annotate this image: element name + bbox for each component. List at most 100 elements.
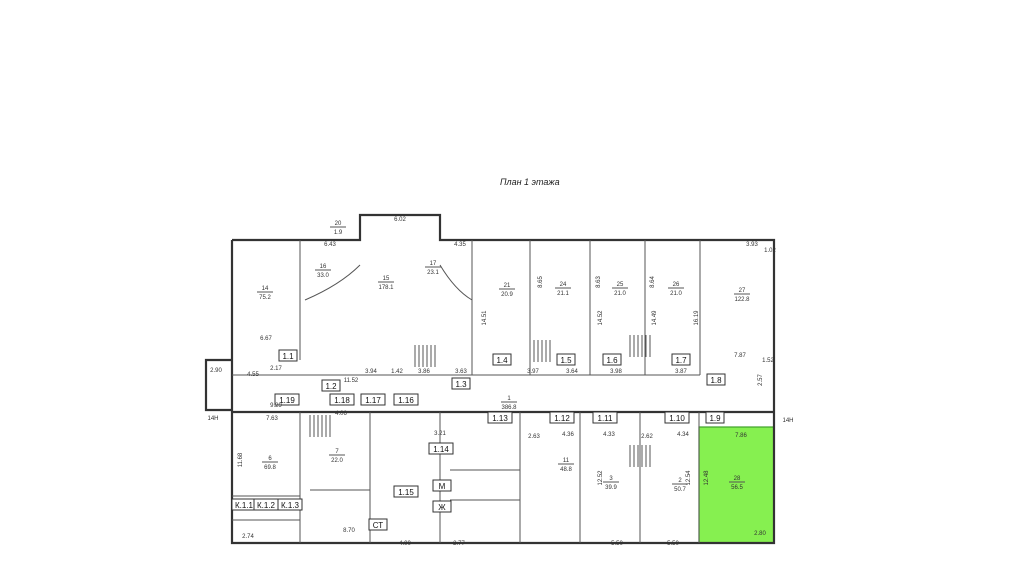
dimension-label: 3.64 (566, 369, 578, 375)
dimension-label: 12.52 (598, 470, 604, 486)
dimension-label: 3.98 (610, 369, 622, 375)
dimension-label: 9.29 (270, 403, 282, 409)
dimension-label: 2.77 (453, 541, 465, 547)
dimension-label: 7.86 (735, 433, 747, 439)
dimension-label: 3.21 (434, 431, 446, 437)
room-number: 17 (430, 261, 437, 267)
curved-wall (304, 264, 361, 301)
unit-tag-label: М (439, 482, 446, 491)
dimension-label: 1.52 (762, 358, 774, 364)
unit-tag-label: СТ (373, 521, 384, 530)
unit-tag-box (393, 485, 419, 498)
unit-tag-label: 1.7 (675, 356, 687, 365)
dimension-label: 6.67 (260, 336, 272, 342)
unit-tag-label: К.1.3 (281, 501, 300, 510)
unit-tag-box (664, 411, 690, 424)
dimension-label: 3.97 (527, 369, 539, 375)
unit-tag-label: К.1.1 (235, 501, 254, 510)
dimension-label: 3.94 (365, 369, 377, 375)
unit-tag-box (278, 349, 298, 362)
dimension-label: 14.51 (482, 310, 488, 326)
unit-tag-label: 1.4 (496, 356, 508, 365)
unit-tag-label: 1.14 (433, 445, 449, 454)
unit-tag-label: 1.18 (334, 396, 350, 405)
axis-mark: 14Н (782, 418, 793, 424)
dimension-label: 3.93 (746, 242, 758, 248)
unit-tag-label: 1.5 (560, 356, 572, 365)
room-area: 386.8 (501, 405, 517, 411)
dimension-label: 8.63 (596, 276, 602, 288)
dimension-label: 3.87 (675, 369, 687, 375)
curved-wall (439, 264, 473, 301)
room-number: 14 (262, 286, 269, 292)
dimension-label: 2.90 (210, 368, 222, 374)
unit-tag-label: Ж (438, 503, 446, 512)
room-number: 28 (734, 476, 741, 482)
plan-title: План 1 этажа (500, 177, 560, 187)
dimension-label: 12.54 (686, 470, 692, 486)
unit-tag-box (706, 373, 726, 386)
dimension-label: 16.19 (694, 310, 700, 326)
room-area: 178.1 (378, 285, 394, 291)
unit-tag-box (321, 379, 341, 392)
unit-tag-label: 1.19 (279, 396, 295, 405)
room-number: 6 (268, 456, 272, 462)
dimension-label: 2.57 (758, 374, 764, 386)
dimension-label: 5.50 (667, 541, 679, 547)
dimension-label: 1.42 (391, 369, 403, 375)
dimension-label: 12.48 (704, 470, 710, 486)
unit-tag-box (556, 353, 576, 366)
unit-tag-box (432, 500, 452, 513)
axis-mark: 14Н (207, 416, 218, 422)
room-area: 50.7 (674, 487, 686, 493)
unit-tag-label: 1.10 (669, 414, 685, 423)
room-area: 69.8 (264, 465, 276, 471)
unit-tag-box (602, 353, 622, 366)
unit-tag-box (487, 411, 513, 424)
dimension-label: 8.65 (538, 276, 544, 288)
unit-tag-label: 1.12 (554, 414, 570, 423)
dimension-label: 4.55 (247, 372, 259, 378)
unit-tag-box (329, 393, 355, 406)
room-number: 24 (560, 282, 567, 288)
dimension-label: 7.87 (734, 353, 746, 359)
unit-tag-label: 1.17 (365, 396, 381, 405)
unit-tag-box (592, 411, 618, 424)
unit-tag-box (277, 498, 303, 511)
dimension-label: 5.50 (611, 541, 623, 547)
unit-tag-label: 1.9 (709, 414, 721, 423)
room-area: 75.2 (259, 295, 271, 301)
dimension-label: 4.33 (603, 432, 615, 438)
entrance-annex (204, 358, 232, 412)
unit-tag-label: К.1.2 (257, 501, 276, 510)
dimension-label: 2.17 (270, 366, 282, 372)
unit-tag-box (492, 353, 512, 366)
dimension-label: 4.06 (335, 411, 347, 417)
room-area: 23.1 (427, 270, 439, 276)
unit-tag-box (549, 411, 575, 424)
dimension-label: 1.02 (764, 248, 776, 254)
room-area: 39.9 (605, 485, 617, 491)
dimension-label: 4.00 (399, 541, 411, 547)
unit-tag-label: 1.6 (606, 356, 618, 365)
dimension-label: 11.52 (344, 378, 359, 384)
unit-tag-label: 1.3 (455, 380, 467, 389)
dimension-label: 6.43 (324, 242, 336, 248)
unit-tag-box (274, 393, 300, 406)
dimension-label: 2.62 (641, 434, 653, 440)
unit-tag-box (705, 411, 725, 424)
unit-tag-box (428, 442, 454, 455)
room-area: 21.1 (557, 291, 569, 297)
dimension-label: 2.74 (242, 534, 254, 540)
unit-tag-label: 1.1 (282, 352, 294, 361)
dimension-label: 14.49 (652, 310, 658, 326)
room-number: 15 (383, 276, 390, 282)
dimension-label: 3.86 (418, 369, 430, 375)
room-area: 21.0 (670, 291, 682, 297)
room-number: 25 (617, 282, 624, 288)
unit-tag-label: 1.13 (492, 414, 508, 423)
room-number: 2 (678, 478, 682, 484)
dimension-label: 4.34 (677, 432, 689, 438)
